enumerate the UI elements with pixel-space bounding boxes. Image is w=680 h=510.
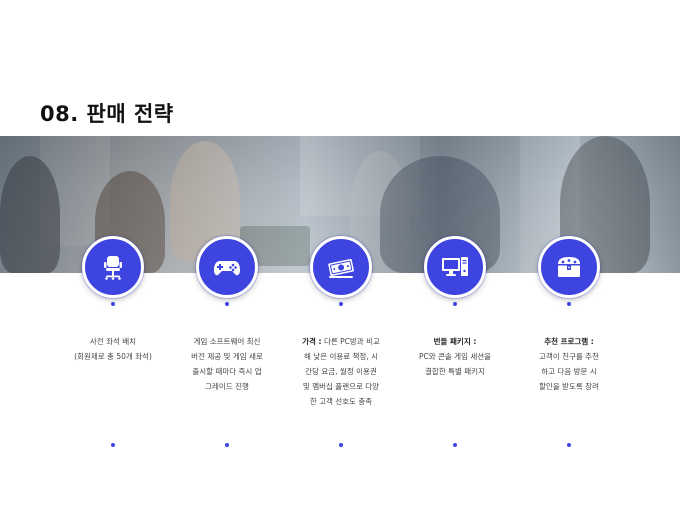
timeline-dot [339, 302, 343, 306]
text-line: 및 멤버십 플랜으로 다양 [302, 382, 380, 391]
strategy-heading: 번들 패키지 : [433, 337, 477, 346]
timeline-dot [453, 302, 457, 306]
bottom-dot [339, 443, 343, 447]
money-bill-icon [310, 236, 372, 298]
page-title: 08. 판매 전략 [40, 102, 174, 126]
text-line: 버전 제공 및 게임 새로 [191, 352, 263, 361]
text-line: 출시할 때마다 즉시 업 [192, 367, 262, 376]
strategy-referral [509, 236, 629, 298]
timeline-dot [225, 302, 229, 306]
text-line: 고객이 친구를 추천 [539, 352, 599, 361]
strategy-bundle [395, 236, 515, 298]
text-line: 게임 소프트웨어 최신 [193, 337, 261, 346]
text-line: 할인을 받도록 장려 [539, 382, 599, 391]
text-line: 가격 : 다른 PC방과 비교 [286, 334, 396, 349]
strategy-heading: 추천 프로그램 : [544, 337, 594, 346]
strategy-referral-text: 추천 프로그램 : 고객이 친구를 추천 하고 다음 방문 시 할인을 받도록 … [514, 334, 624, 394]
treasure-chest-icon [538, 236, 600, 298]
bottom-dot [111, 443, 115, 447]
bottom-dot [225, 443, 229, 447]
timeline-dot [567, 302, 571, 306]
text-line: 한 고객 선호도 충족 [309, 397, 373, 406]
strategy-heading-line: 번들 패키지 : [400, 334, 510, 349]
text-line: 해 낮은 이용료 책정, 시 [303, 352, 379, 361]
strategy-heading-line: 추천 프로그램 : [514, 334, 624, 349]
text-line-part: 다른 PC방과 비교 [323, 337, 380, 346]
gamepad-icon [196, 236, 258, 298]
desktop-pc-icon [424, 236, 486, 298]
text-line: (회원제로 총 50개 좌석) [74, 352, 152, 361]
text-line: 사전 좌석 배치 [89, 337, 137, 346]
strategy-bundle-text: 번들 패키지 : PC와 콘솔 게임 세션을 결합한 특별 패키지 [400, 334, 510, 379]
timeline-dot [111, 302, 115, 306]
text-line: 결합한 특별 패키지 [425, 367, 485, 376]
office-chair-icon [82, 236, 144, 298]
bottom-dot [453, 443, 457, 447]
text-line: PC와 콘솔 게임 세션을 [418, 352, 492, 361]
strategy-heading: 가격 : [302, 337, 322, 346]
strategy-software-text: 게임 소프트웨어 최신 버전 제공 및 게임 새로 출시할 때마다 즉시 업 그… [172, 334, 282, 394]
text-line: 그레이드 진행 [205, 382, 249, 391]
bottom-dot [567, 443, 571, 447]
strategy-software [167, 236, 287, 298]
strategy-seating-text: 사전 좌석 배치 (회원제로 총 50개 좌석) [58, 334, 168, 364]
strategy-pricing-text: 가격 : 다른 PC방과 비교 해 낮은 이용료 책정, 시 간당 요금, 월정… [286, 334, 396, 409]
strategy-seating [53, 236, 173, 298]
strategy-pricing [281, 236, 401, 298]
text-line: 간당 요금, 월정 이용권 [305, 367, 377, 376]
text-line: 하고 다음 방문 시 [541, 367, 597, 376]
